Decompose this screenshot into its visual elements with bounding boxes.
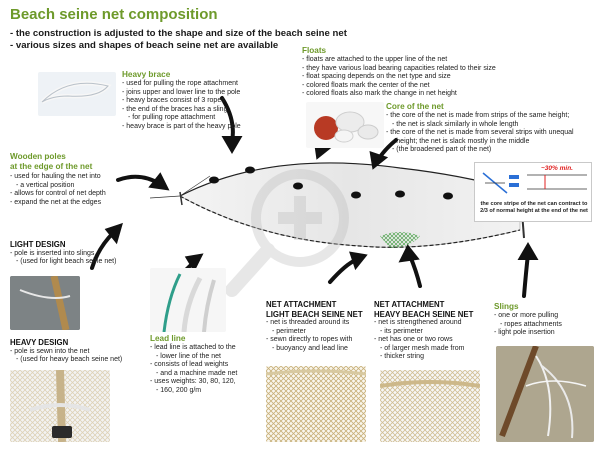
light-design-item: (used for light beach seine net)	[10, 258, 116, 267]
core-item: height; the net is slack mostly in the m…	[386, 138, 574, 147]
page-title: Beach seine net composition	[10, 6, 218, 23]
core-item: the core of the net is made from several…	[386, 129, 573, 138]
floats-item: colored floats also mark the change in n…	[302, 90, 496, 99]
net-light-item: sewn directly to ropes with	[266, 336, 363, 345]
core-item: (the broadened part of the net)	[386, 146, 574, 155]
sewn-pole-icon	[10, 370, 110, 442]
lead-line-item: 160, 200 g/m	[150, 387, 237, 396]
heavy-brace-item: joins upper and lower line to the pole	[122, 89, 241, 98]
floats-heading: Floats	[302, 46, 327, 55]
wooden-poles-item: allows for control of net depth	[10, 190, 105, 199]
heavy-design-photo	[10, 370, 110, 442]
net-heavy-item: its perimeter	[374, 328, 473, 337]
floats	[209, 166, 453, 200]
net-heavy-item: of larger mesh made from	[374, 345, 473, 354]
lead-line-item: consists of lead weights	[150, 361, 237, 370]
slings-photo	[496, 346, 594, 442]
net-light-item: perimeter	[266, 328, 363, 337]
heavy-brace-item: used for pulling the rope attachment	[122, 80, 241, 89]
lead-line-item: lower line of the net	[150, 353, 237, 362]
net-light-heading-1: NET ATTACHMENT	[266, 300, 337, 309]
slings-rope-icon	[496, 346, 594, 442]
lead-rope-icon	[162, 273, 216, 332]
light-net-mesh-icon	[266, 366, 366, 442]
intro-line-1: - the construction is adjusted to the sh…	[10, 28, 347, 39]
core-heading: Core of the net	[386, 102, 444, 111]
heavy-brace-item: the end of the braces has a sling	[122, 106, 241, 115]
net-light-callout: NET ATTACHMENT LIGHT BEACH SEINE NET net…	[266, 300, 363, 353]
light-design-callout: LIGHT DESIGN pole is inserted into sling…	[10, 240, 116, 267]
heavy-design-callout: HEAVY DESIGN pole is sewn into the net (…	[10, 338, 122, 365]
heavy-design-heading: HEAVY DESIGN	[10, 338, 69, 347]
heavy-brace-item: heavy braces consist of 3 ropes	[122, 97, 241, 106]
net-heavy-heading-1: NET ATTACHMENT	[374, 300, 445, 309]
pole-in-sling-icon	[10, 276, 80, 330]
core-inset-caption: the core stripe of the net can contract …	[480, 201, 588, 214]
wooden-poles-heading-2: at the edge of the net	[10, 162, 93, 171]
net-heavy-heading-2: HEAVY BEACH SEINE NET	[374, 309, 474, 319]
slings-item: light pole insertion	[494, 329, 562, 338]
core-item: the core of the net is made from strips …	[386, 112, 574, 121]
floats-photo	[306, 102, 384, 148]
floats-callout: Floats floats are attached to the upper …	[302, 46, 496, 99]
wooden-poles-item: expand the net at the edges	[10, 199, 106, 208]
heavy-brace-callout: Heavy brace used for pulling the rope at…	[122, 70, 241, 132]
net-light-photo	[266, 366, 366, 442]
heavy-net-mesh-icon	[380, 370, 480, 442]
mesh-section	[380, 232, 420, 248]
callout-arrows	[90, 96, 539, 298]
net-heavy-item: thicker string	[374, 353, 473, 362]
lead-line-item: and a machine made net	[150, 370, 237, 379]
net-light-item: net is threaded around its	[266, 319, 363, 328]
wooden-poles-item: used for hauling the net into	[10, 173, 106, 182]
float-buoys-icon	[314, 111, 379, 143]
lead-line-heading: Lead line	[150, 334, 186, 343]
floats-item: floats are attached to the upper line of…	[302, 56, 496, 65]
rope-loop-icon	[40, 81, 112, 104]
slings-heading: Slings	[494, 302, 519, 311]
net-heavy-callout: NET ATTACHMENT HEAVY BEACH SEINE NET net…	[374, 300, 473, 362]
core-item: the net is slack similarly in whole leng…	[386, 121, 574, 130]
left-pole	[179, 191, 183, 206]
intro-line-2: - various sizes and shapes of beach sein…	[10, 40, 279, 51]
core-callout: Core of the net the core of the net is m…	[386, 102, 574, 155]
light-design-heading: LIGHT DESIGN	[10, 240, 66, 249]
brace-rope	[149, 195, 181, 199]
slings-item: one or more pulling	[494, 312, 562, 321]
core-inset-diagram	[482, 172, 587, 194]
slings-callout: Slings one or more pulling ropes attachm…	[494, 302, 562, 338]
magnifier-watermark-icon	[225, 169, 349, 297]
net-light-item: buoyancy and lead line	[266, 345, 363, 354]
floats-item: colored floats mark the center of the ne…	[302, 82, 496, 91]
lead-line-item: uses weights: 30, 80, 120,	[150, 378, 237, 387]
heavy-brace-item: for pulling rope attachment	[122, 114, 241, 123]
heavy-design-item: pole is sewn into the net	[10, 348, 122, 357]
wooden-poles-heading-1: Wooden poles	[10, 152, 66, 161]
wooden-poles-callout: Wooden poles at the edge of the net used…	[10, 152, 106, 207]
net-heavy-item: net has one or two rows	[374, 336, 473, 345]
heavy-brace-photo	[38, 72, 116, 116]
heavy-brace-heading: Heavy brace	[122, 70, 171, 79]
lead-line-rope	[179, 195, 521, 248]
lead-line-item: lead line is attached to the	[150, 344, 237, 353]
light-design-item: pole is inserted into slings	[10, 250, 116, 259]
lead-line-callout: Lead line lead line is attached to the l…	[150, 334, 237, 396]
core-inset: ~30% min. the core stripe of the net can…	[474, 162, 592, 222]
core-inset-label: ~30% min.	[541, 165, 573, 172]
light-design-photo	[10, 276, 80, 330]
net-heavy-photo	[380, 370, 480, 442]
slings-item: ropes attachments	[494, 321, 562, 330]
brace-rope-2	[179, 175, 211, 197]
floats-item: they have various load bearing capacitie…	[302, 65, 496, 74]
net-light-heading-2: LIGHT BEACH SEINE NET	[266, 309, 363, 319]
intro-text: - the construction is adjusted to the sh…	[10, 28, 347, 52]
floats-item: float spacing depends on the net type an…	[302, 73, 496, 82]
wooden-poles-item: a vertical position	[10, 182, 106, 191]
lead-line-photo	[150, 268, 226, 332]
heavy-design-item: (used for heavy beach seine net)	[10, 356, 122, 365]
heavy-brace-item: heavy brace is part of the heavy pole	[122, 123, 240, 132]
net-heavy-item: net is strengthened around	[374, 319, 473, 328]
